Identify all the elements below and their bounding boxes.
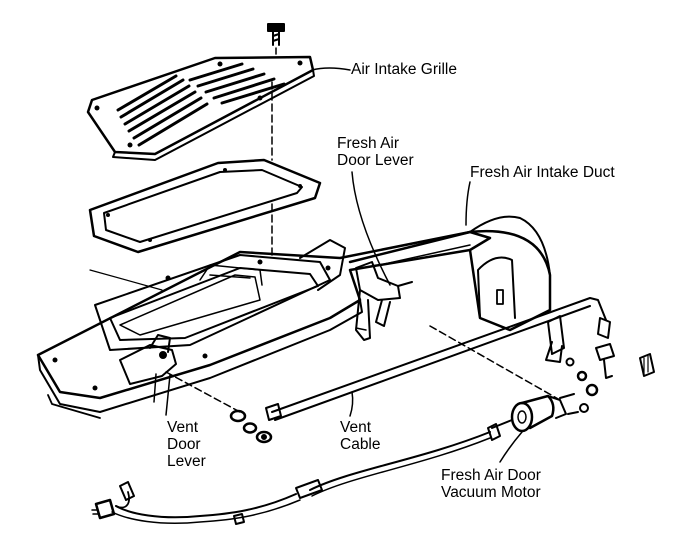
reference-line [89, 269, 163, 291]
fresh-air-intake-duct [348, 215, 552, 332]
vent-cable-leader [349, 391, 354, 417]
nuts [229, 409, 273, 444]
fresh-air-door-lever-label: Fresh Air Door Lever [337, 135, 414, 169]
vent-cable [265, 297, 611, 421]
duct-leader [465, 181, 471, 226]
air-intake-grille [86, 55, 315, 161]
screw [267, 23, 285, 46]
air-intake-grille-label: Air Intake Grille [351, 61, 457, 78]
vent-door-lever [119, 334, 177, 403]
vent-lever-line [165, 371, 241, 413]
fresh-air-door-vacuum-motor-label: Fresh Air Door Vacuum Motor [441, 467, 541, 501]
motor-leader [499, 431, 523, 463]
bracket [545, 315, 599, 397]
grille-leader [311, 67, 351, 71]
vent-door-lever-label: Vent Door Lever [167, 419, 206, 470]
fresh-air-door-vacuum-motor [491, 393, 589, 433]
vent-lever-leader [165, 374, 171, 416]
fresh-air-door-lever [355, 261, 413, 341]
lever-leader [351, 171, 391, 286]
gasket [88, 158, 322, 254]
motor-cable [91, 423, 501, 525]
fresh-air-intake-duct-label: Fresh Air Intake Duct [470, 164, 615, 181]
connector [595, 343, 655, 379]
housing [36, 230, 492, 419]
vent-cable-label: Vent Cable [340, 419, 381, 453]
bracket-line [429, 325, 561, 401]
